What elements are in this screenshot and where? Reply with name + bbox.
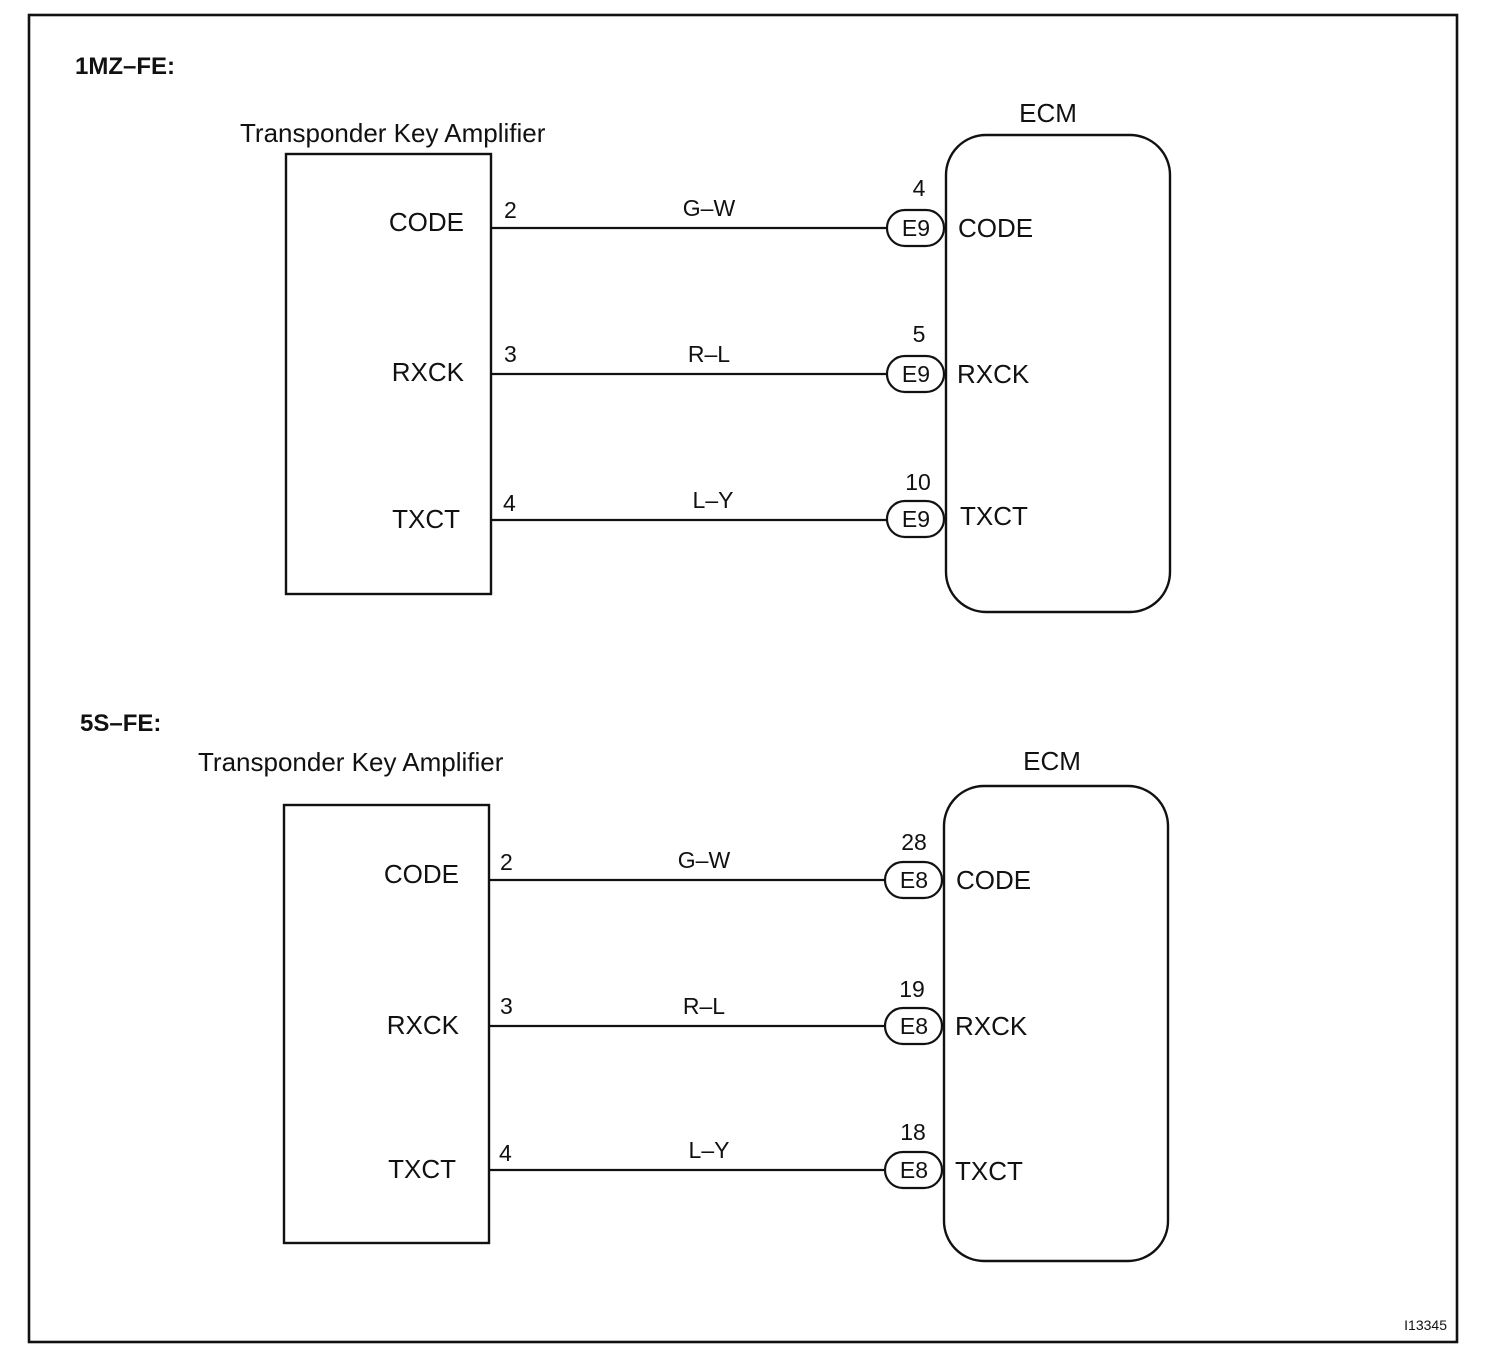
- amp-pin-label: RXCK: [387, 1010, 460, 1040]
- circuit-code: CODE 2 G–W 28 E8 CODE: [384, 829, 1031, 900]
- circuit-txct: TXCT 4 L–Y 18 E8 TXCT: [388, 1119, 1023, 1190]
- amplifier-title: Transponder Key Amplifier: [198, 747, 504, 777]
- amp-pin-number: 3: [500, 993, 513, 1019]
- ecm-pin-label: RXCK: [957, 359, 1030, 389]
- connector-code: E8: [900, 1157, 928, 1183]
- section-title: 1MZ–FE:: [75, 53, 175, 80]
- connector-badge: [885, 208, 946, 248]
- ecm-pin-label: TXCT: [955, 1156, 1023, 1186]
- ecm-box: [944, 133, 1172, 614]
- amplifier-title: Transponder Key Amplifier: [240, 118, 546, 148]
- section-5s-fe: 5S–FE: Transponder Key Amplifier ECM COD…: [80, 710, 1170, 1263]
- connector-code: E8: [900, 867, 928, 893]
- amp-pin-label: CODE: [389, 207, 464, 237]
- amp-pin-label: CODE: [384, 859, 459, 889]
- amplifier-box: [282, 803, 491, 1245]
- connector-badge: [883, 1150, 944, 1190]
- wire-color-label: R–L: [683, 993, 725, 1019]
- connector-badge: [885, 354, 946, 394]
- connector-badge: [883, 860, 944, 900]
- connector-code: E9: [902, 506, 930, 532]
- wire-color-label: L–Y: [689, 1137, 730, 1163]
- amp-pin-number: 2: [504, 197, 517, 223]
- connector-badge: [883, 1006, 944, 1046]
- outer-frame: [27, 13, 1459, 1344]
- ecm-pin-number: 18: [900, 1119, 926, 1145]
- ecm-pin-number: 19: [899, 976, 925, 1002]
- ecm-pin-number: 4: [913, 175, 926, 201]
- ecm-pin-label: CODE: [958, 213, 1033, 243]
- section-title: 5S–FE:: [80, 710, 161, 737]
- amp-pin-label: TXCT: [392, 504, 460, 534]
- ecm-pin-label: CODE: [956, 865, 1031, 895]
- connector-code: E8: [900, 1013, 928, 1039]
- wire-color-label: G–W: [678, 847, 731, 873]
- connector-code: E9: [902, 215, 930, 241]
- amp-pin-number: 4: [503, 490, 516, 516]
- ecm-title: ECM: [1019, 98, 1077, 128]
- ecm-pin-number: 5: [913, 321, 926, 347]
- amp-pin-label: TXCT: [388, 1154, 456, 1184]
- ecm-pin-number: 10: [905, 469, 931, 495]
- ecm-pin-label: TXCT: [960, 501, 1028, 531]
- circuit-txct: TXCT 4 L–Y 10 E9 TXCT: [392, 469, 1028, 539]
- wire-color-label: L–Y: [693, 487, 734, 513]
- circuit-rxck: RXCK 3 R–L 5 E9 RXCK: [392, 321, 1030, 394]
- ecm-box: [942, 784, 1170, 1263]
- wire-color-label: R–L: [688, 341, 730, 367]
- amp-pin-number: 3: [504, 341, 517, 367]
- connector-badge: [885, 499, 946, 539]
- circuit-code: CODE 2 G–W 4 E9 CODE: [389, 175, 1033, 248]
- amp-pin-number: 4: [499, 1140, 512, 1166]
- ecm-title: ECM: [1023, 746, 1081, 776]
- section-1mz-fe: 1MZ–FE: Transponder Key Amplifier ECM CO…: [75, 53, 1172, 614]
- circuit-rxck: RXCK 3 R–L 19 E8 RXCK: [387, 976, 1028, 1046]
- ecm-pin-number: 28: [901, 829, 927, 855]
- connector-code: E9: [902, 361, 930, 387]
- ecm-pin-label: RXCK: [955, 1011, 1028, 1041]
- amp-pin-label: RXCK: [392, 357, 465, 387]
- wire-color-label: G–W: [683, 195, 736, 221]
- figure-id: I13345: [1404, 1317, 1447, 1333]
- amp-pin-number: 2: [500, 849, 513, 875]
